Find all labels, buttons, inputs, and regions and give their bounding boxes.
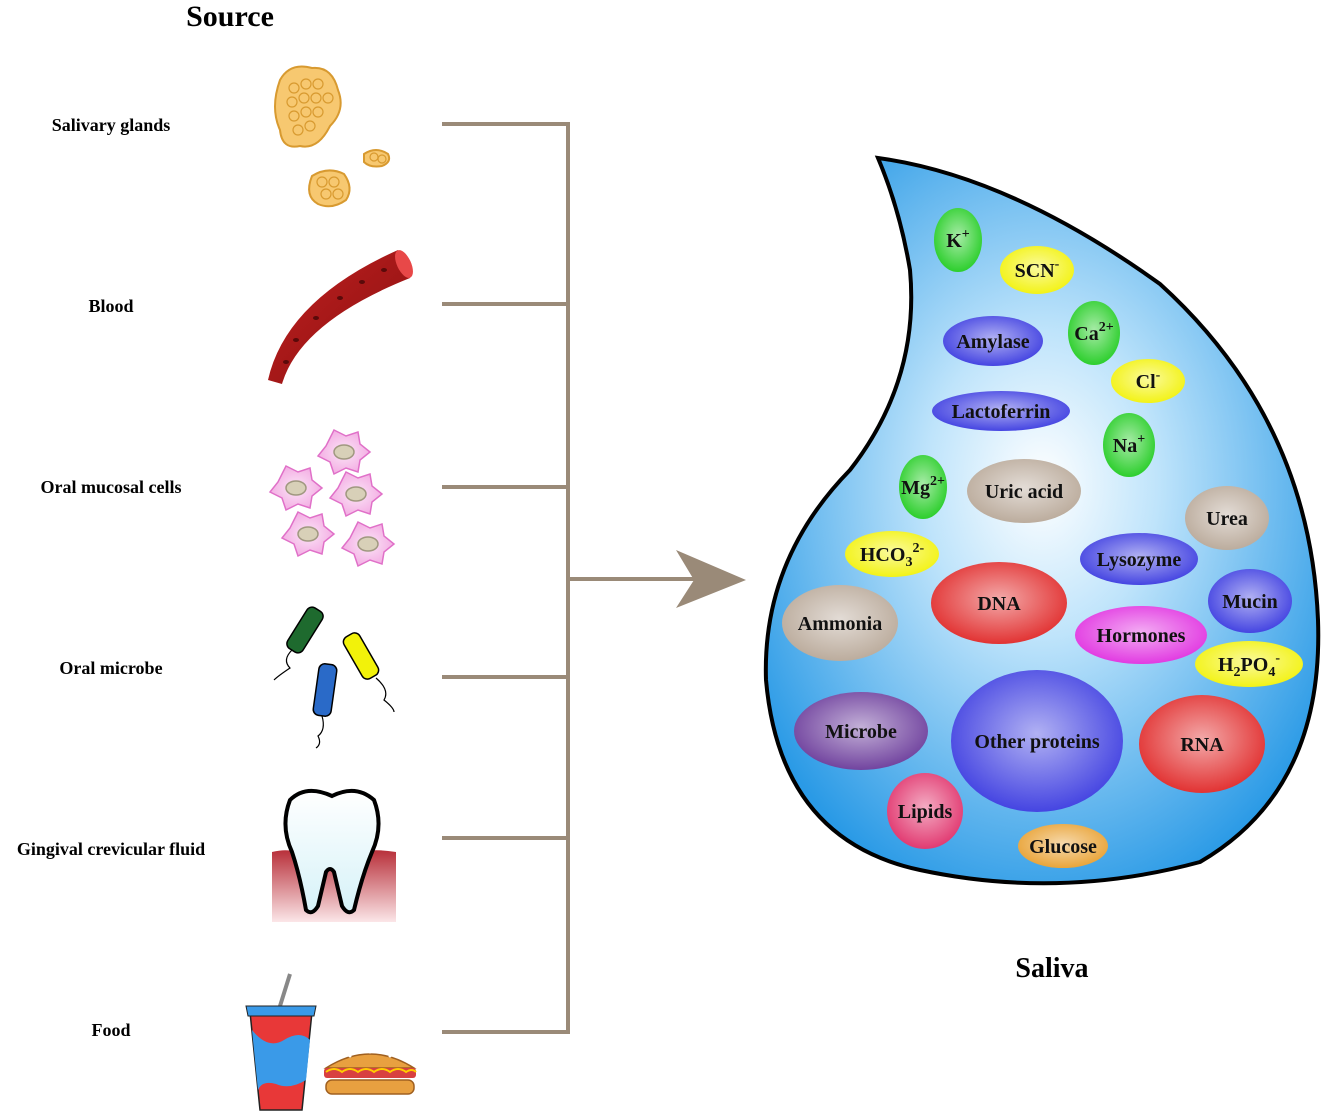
component-label: Lactoferrin — [952, 401, 1051, 423]
component-label: Ammonia — [798, 613, 882, 635]
component-hormones: Hormones — [1075, 606, 1207, 664]
component-rna: RNA — [1139, 695, 1265, 793]
salivary-glands-icon — [274, 65, 391, 208]
component-label: Other proteins — [974, 731, 1100, 753]
component-dna: DNA — [931, 562, 1067, 644]
component-label: Lysozyme — [1097, 549, 1182, 571]
component-bubble — [782, 585, 898, 661]
component-label: Glucose — [1029, 836, 1097, 858]
component-bubble — [1103, 413, 1155, 477]
component-label: Urea — [1206, 508, 1248, 530]
component-bubble — [1080, 533, 1198, 585]
component-amylase: Amylase — [943, 316, 1043, 366]
source-label-oral-mucosal-cells: Oral mucosal cells — [41, 477, 182, 497]
component-cl: Cl- — [1111, 359, 1185, 403]
component-label: Mg2+ — [901, 474, 945, 499]
tooth-icon — [272, 788, 396, 922]
component-scn: SCN- — [1000, 246, 1074, 294]
component-h2po4: H2PO4- — [1195, 641, 1303, 687]
component-ammonia: Ammonia — [782, 585, 898, 661]
component-bubble — [1075, 606, 1207, 664]
mucosal-cells-icon — [269, 428, 395, 567]
component-lipids: Lipids — [887, 773, 963, 849]
blood-vessel-icon — [268, 250, 413, 384]
source-label-salivary-glands: Salivary glands — [52, 115, 171, 135]
component-bubble — [1068, 301, 1120, 365]
component-uric: Uric acid — [967, 459, 1081, 523]
component-bubble — [845, 531, 939, 577]
component-ca: Ca2+ — [1068, 301, 1120, 365]
component-mucin: Mucin — [1208, 569, 1292, 633]
source-label-blood: Blood — [88, 296, 133, 316]
component-bubble — [1195, 641, 1303, 687]
component-bubble — [1139, 695, 1265, 793]
component-label: HCO32- — [860, 541, 925, 570]
component-label: SCN- — [1015, 257, 1060, 282]
component-microbe: Microbe — [794, 692, 928, 770]
component-bubble — [887, 773, 963, 849]
component-label: Uric acid — [985, 481, 1063, 503]
component-other: Other proteins — [951, 670, 1123, 812]
connector-lines — [442, 122, 700, 1034]
component-label: Na+ — [1113, 432, 1145, 457]
component-bubble — [1000, 246, 1074, 294]
bacteria-icon — [273, 606, 395, 749]
component-k: K+ — [934, 208, 982, 272]
component-label: RNA — [1180, 734, 1224, 756]
component-glucose: Glucose — [1018, 824, 1108, 868]
component-na: Na+ — [1103, 413, 1155, 477]
component-lactoferrin: Lactoferrin — [932, 391, 1070, 431]
component-bubble — [931, 562, 1067, 644]
component-bubble — [951, 670, 1123, 812]
component-label: H2PO4- — [1218, 651, 1280, 680]
component-hco3: HCO32- — [845, 531, 939, 577]
component-bubble — [899, 455, 947, 519]
component-bubble — [967, 459, 1081, 523]
component-label: Lipids — [898, 801, 953, 823]
component-bubble — [1208, 569, 1292, 633]
component-label: Amylase — [956, 331, 1029, 353]
component-label: Microbe — [825, 721, 897, 743]
component-urea: Urea — [1185, 486, 1269, 550]
saliva-label: Saliva — [1015, 953, 1088, 984]
component-label: Hormones — [1097, 625, 1186, 647]
component-label: Mucin — [1222, 591, 1278, 613]
component-bubble — [943, 316, 1043, 366]
source-label-food: Food — [91, 1020, 130, 1040]
component-label: K+ — [946, 227, 970, 252]
source-label-gingival-crevicular-fluid: Gingival crevicular fluid — [17, 839, 205, 859]
source-label-oral-microbe: Oral microbe — [59, 658, 162, 678]
source-heading: Source — [186, 0, 274, 33]
component-bubble — [932, 391, 1070, 431]
arrow-head — [676, 550, 746, 608]
food-icon — [245, 973, 417, 1111]
component-label: Ca2+ — [1074, 320, 1113, 345]
component-bubble — [1185, 486, 1269, 550]
component-label: DNA — [977, 593, 1021, 615]
component-bubble — [1111, 359, 1185, 403]
component-mg: Mg2+ — [899, 455, 947, 519]
component-bubble — [934, 208, 982, 272]
component-bubble — [1018, 824, 1108, 868]
component-label: Cl- — [1136, 368, 1161, 393]
component-lysozyme: Lysozyme — [1080, 533, 1198, 585]
component-bubble — [794, 692, 928, 770]
